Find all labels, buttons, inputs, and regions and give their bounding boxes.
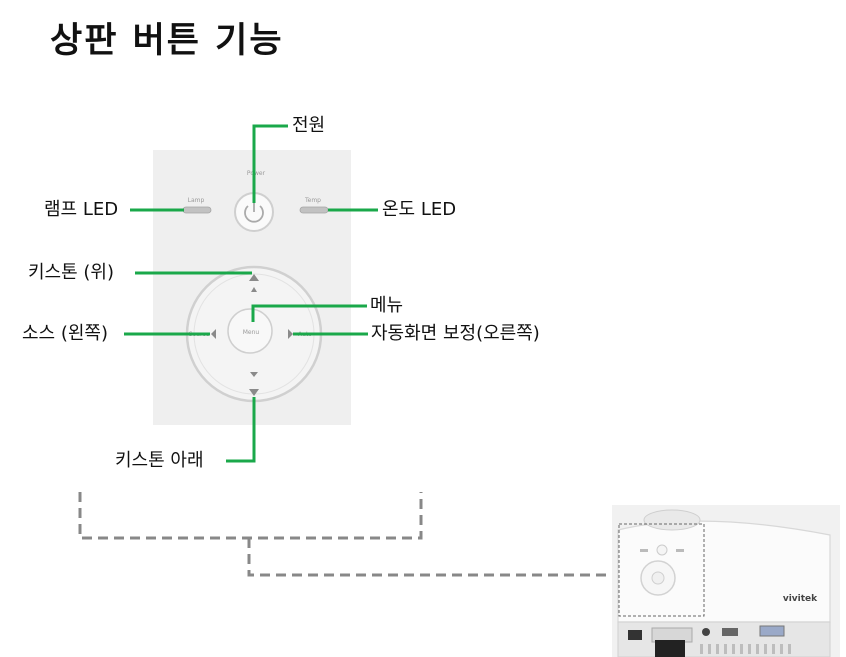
label-menu: 메뉴 (370, 295, 404, 316)
label-keystone-up: 키스톤 (위) (28, 262, 115, 283)
page-title: 상판 버튼 기능 (50, 21, 284, 61)
panel-temp-text: Temp (304, 197, 321, 204)
leader-lines (124, 124, 378, 463)
label-power: 전원 (292, 115, 326, 136)
label-auto-right: 자동화면 보정(오른쪽) (371, 323, 540, 344)
power-icon (244, 202, 264, 223)
left-arrow-icon (211, 329, 216, 339)
leader-power (252, 124, 288, 203)
keystone-up-icon (249, 274, 259, 281)
projector-image: vivitek (612, 505, 840, 657)
label-keystone-down: 키스톤 아래 (115, 450, 204, 471)
temp-led-indicator (299, 206, 329, 214)
panel-power-text: Power (247, 170, 266, 177)
leader-menu (251, 304, 367, 322)
down-arrow-icon (250, 372, 258, 377)
leader-keystone-down (226, 397, 256, 463)
menu-button[interactable] (227, 308, 273, 354)
label-temp-led: 온도 LED (382, 199, 457, 220)
projector-brand-text: vivitek (783, 594, 818, 604)
panel-menu-text: Menu (243, 329, 260, 336)
keystone-down-icon (249, 389, 259, 396)
label-lamp-led: 램프 LED (44, 199, 119, 220)
dashed-connector (78, 492, 618, 577)
label-source-left: 소스 (왼쪽) (22, 323, 109, 344)
keystone-down-button[interactable] (249, 372, 259, 396)
lamp-led-indicator (182, 206, 212, 214)
right-arrow-icon (288, 329, 293, 339)
panel-lamp-text: Lamp (188, 197, 205, 204)
keystone-up-button[interactable] (249, 274, 259, 292)
up-arrow-icon (251, 287, 257, 292)
